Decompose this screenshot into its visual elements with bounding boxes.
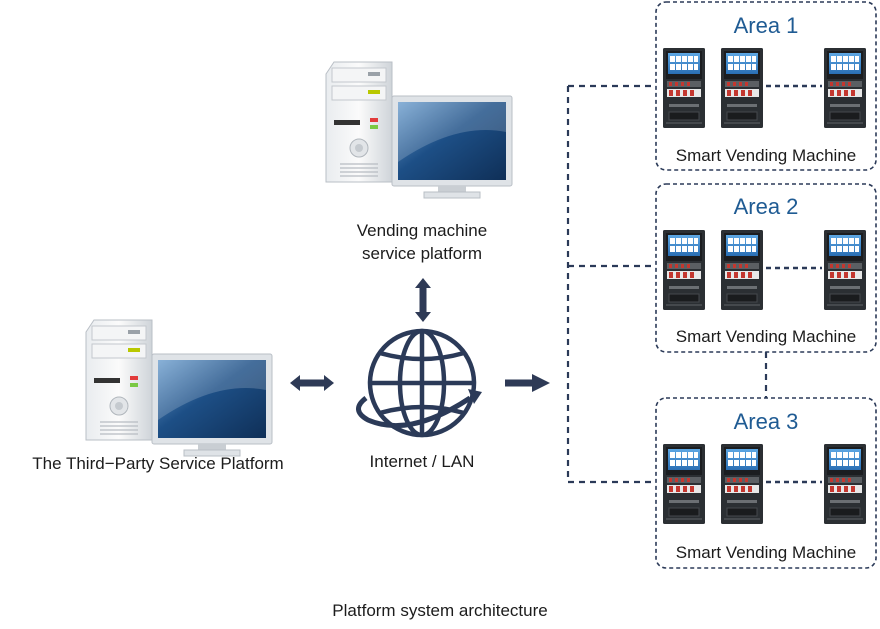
area-3-box (655, 397, 877, 569)
third-party-label: The Third−Party Service Platform (32, 454, 283, 473)
third-party-platform: The Third−Party Service Platform (32, 319, 284, 473)
vending-machine-icon (823, 443, 867, 525)
vending-machine-icon (720, 229, 764, 311)
vending-service-platform: Vending machine service platform (325, 61, 513, 263)
area-2: Area 2 Smart Vending Machine (655, 183, 877, 353)
vending-machine-icon (823, 47, 867, 129)
network-areas-arrow (505, 374, 550, 392)
area-3: Area 3 Smart Vending Machine (655, 397, 877, 569)
globe-icon (367, 328, 477, 438)
platform-network-arrow (415, 278, 431, 322)
vending-machine-icon (720, 47, 764, 129)
vending-machine-icon (823, 229, 867, 311)
server-computer-icon (325, 61, 513, 199)
area-3-subtitle: Smart Vending Machine (676, 543, 857, 562)
vending-platform-label-line1: Vending machine (357, 221, 487, 240)
area-connector-lines (566, 84, 768, 484)
vending-machine-icon (720, 443, 764, 525)
vending-platform-label-line2: service platform (362, 244, 482, 263)
server-computer-icon (85, 319, 273, 457)
vending-machine-icon (662, 47, 706, 129)
area-1-box (655, 1, 877, 171)
area-1-title: Area 1 (734, 13, 799, 38)
vending-machine-icon (662, 229, 706, 311)
area-2-subtitle: Smart Vending Machine (676, 327, 857, 346)
area-1-subtitle: Smart Vending Machine (676, 146, 857, 165)
area-3-title: Area 3 (734, 409, 799, 434)
vending-machine-icon (662, 443, 706, 525)
area-1: Area 1 Smart Vending Machine (655, 1, 877, 171)
orbit-arrow (356, 389, 482, 429)
area-2-box (655, 183, 877, 353)
area-2-title: Area 2 (734, 194, 799, 219)
diagram-caption: Platform system architecture (332, 601, 547, 620)
network-label: Internet / LAN (370, 452, 475, 471)
third-party-network-arrow (290, 375, 334, 391)
